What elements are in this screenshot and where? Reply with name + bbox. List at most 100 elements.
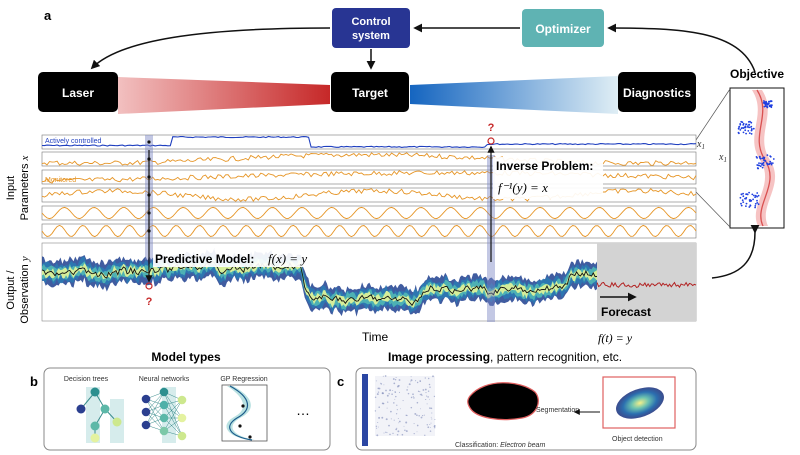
- speckle-dot: [378, 426, 380, 428]
- inverse-label-bg: [493, 157, 603, 199]
- target-label: Target: [352, 86, 388, 100]
- inverse-question-mark: ?: [488, 122, 495, 134]
- objective-sample-115: [742, 195, 745, 198]
- output-axis-label: Output /: [5, 269, 17, 309]
- classification-image: [362, 374, 436, 446]
- objective-sample-12: [746, 125, 749, 127]
- speckle-dot: [378, 416, 381, 419]
- objective-sample-75: [764, 160, 767, 162]
- speckle-dot: [384, 375, 387, 377]
- parameter-strip-1: [41, 134, 697, 150]
- speckle-dot: [413, 397, 415, 399]
- speckle-dot: [419, 393, 421, 395]
- predictive-formula: f(x) = y: [268, 251, 307, 266]
- target-box: [331, 72, 409, 112]
- observation-axis-label: Observation y: [19, 256, 31, 323]
- control-system-label-line1: Control: [351, 16, 390, 28]
- speckle-dot: [405, 414, 407, 416]
- speckle-dot: [419, 391, 421, 393]
- objective-sample-101: [754, 206, 756, 209]
- gp-regression-diagram: [221, 384, 268, 442]
- speckle-dot: [390, 410, 392, 413]
- speckle-dot: [377, 421, 379, 424]
- objective-sample-39: [742, 122, 745, 125]
- speckle-dot: [395, 395, 397, 398]
- speckle-dot: [433, 424, 436, 427]
- objective-sample-95: [756, 199, 758, 202]
- classification-label: Classification: Electron beam: [455, 442, 545, 449]
- speckle-dot: [395, 428, 398, 431]
- speckle-dot: [422, 389, 425, 391]
- speckle-dot: [410, 376, 412, 378]
- objective-sample-8: [750, 133, 753, 135]
- speckle-dot: [413, 423, 415, 425]
- monitored-label: Monitored: [45, 177, 76, 184]
- diagnostics-box: [618, 72, 696, 112]
- speckle-dot: [376, 393, 379, 396]
- panel-b-label: b: [30, 374, 38, 389]
- speckle-dot: [427, 390, 430, 392]
- nn-node: [159, 413, 169, 423]
- objective-sample-28: [748, 123, 750, 126]
- speckle-dot: [410, 379, 413, 382]
- objective-sample-150: [770, 100, 773, 103]
- panel-a-label: a: [44, 8, 52, 23]
- objective-sample-78: [769, 160, 772, 163]
- objective-sample-106: [753, 194, 755, 197]
- diagnostics-label: Diagnostics: [623, 86, 691, 100]
- laser-box: [38, 72, 118, 112]
- speckle-dot: [426, 403, 428, 405]
- speckle-dot: [404, 429, 406, 431]
- inverse-formula: f⁻¹(y) = x: [498, 180, 548, 195]
- objective-sample-30: [750, 128, 753, 131]
- objective-sample-25: [750, 121, 753, 124]
- objective-sample-26: [748, 126, 751, 129]
- objective-sample-64: [759, 165, 762, 168]
- speckle-dot: [430, 426, 431, 428]
- objective-sample-148: [770, 105, 773, 107]
- speckle-dot: [429, 430, 432, 432]
- speckle-dot: [430, 407, 433, 410]
- objective-sample-57: [757, 167, 759, 170]
- speckle-dot: [398, 422, 400, 424]
- predictive-model-label: Predictive Model:: [155, 252, 254, 266]
- model-types-title: Model types: [151, 350, 221, 364]
- nn-edge: [145, 404, 165, 426]
- speckle-dot: [374, 410, 377, 412]
- segmentation-label: Segmentation: [536, 407, 579, 414]
- objective-sample-103: [756, 195, 758, 198]
- speckle-dot: [392, 432, 394, 435]
- objective-sample-19: [738, 125, 741, 128]
- objective-sample-149: [769, 100, 771, 103]
- speckle-dot: [405, 421, 408, 424]
- objective-sample-91: [749, 204, 752, 207]
- speckle-dot: [394, 379, 397, 381]
- strip-x1-label: x1: [696, 139, 705, 151]
- speckle-dot: [429, 398, 431, 400]
- nn-edge: [163, 404, 183, 437]
- gp-regression-label: GP Regression: [220, 376, 267, 383]
- objective-sample-86: [754, 196, 756, 199]
- speckle-dot: [407, 392, 410, 395]
- objective-sample-36: [752, 127, 755, 130]
- optimizer-box: [522, 9, 604, 47]
- objective-sample-29: [745, 132, 747, 135]
- nn-node: [177, 431, 187, 441]
- speckle-dot: [398, 391, 401, 393]
- speckle-dot: [385, 431, 387, 433]
- speckle-dot: [416, 381, 419, 384]
- speckle-dot: [432, 375, 434, 378]
- speckle-dot: [429, 423, 431, 426]
- output-mean-trace: [41, 260, 598, 307]
- objective-sample-66: [761, 157, 764, 160]
- zoom-line-bottom: [695, 191, 731, 228]
- objective-sample-104: [756, 202, 759, 204]
- nn-node: [177, 395, 187, 405]
- speckle-dot: [428, 383, 431, 386]
- speckle-dot: [410, 406, 413, 409]
- speckle-dot: [395, 376, 397, 379]
- speckle-dot: [377, 391, 380, 393]
- speckle-dot: [426, 424, 428, 426]
- speckle-dot: [429, 407, 431, 409]
- objective-sample-65: [769, 155, 772, 158]
